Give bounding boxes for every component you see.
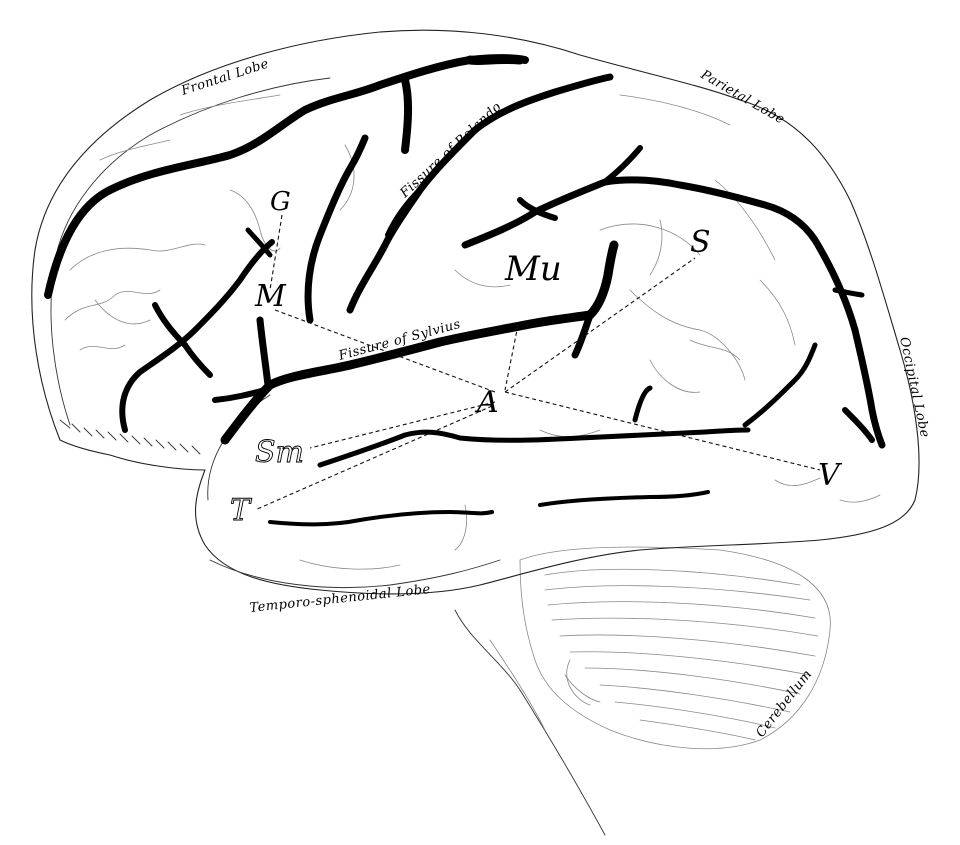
middle-temporal-sulcus <box>317 427 751 468</box>
label-cerebellum: Cerebellum <box>753 667 815 741</box>
label-parietal-lobe: Parietal Lobe <box>697 67 787 128</box>
precentral-sulcus <box>304 134 369 324</box>
gyri-details <box>64 94 881 570</box>
middle-frontal-sulcus <box>119 239 275 433</box>
sulci <box>44 54 886 527</box>
brain-stem <box>454 609 606 836</box>
point-g: G <box>270 187 291 217</box>
frontal-base-hatching <box>59 419 201 455</box>
fissure-of-sylvius <box>220 240 619 445</box>
intraparietal-sulcus <box>461 176 886 449</box>
brain-stem-inner <box>489 639 546 731</box>
label-occipital-lobe: Occipital Lobe <box>896 336 932 439</box>
label-fissure-of-rolando: Fissure of Rolando <box>397 99 505 201</box>
point-s: S <box>690 225 711 260</box>
point-sm: Sm <box>255 435 304 470</box>
fissure-of-rolando <box>346 73 614 314</box>
point-v: V <box>818 458 843 493</box>
superior-frontal-sulcus <box>44 54 529 299</box>
label-temporo-sphenoidal-lobe: Temporo-sphenoidal Lobe <box>249 582 432 616</box>
point-a: A <box>474 385 499 420</box>
temporal-lower-contour <box>209 559 501 588</box>
point-m: M <box>254 279 287 314</box>
pointer-lines <box>254 214 821 511</box>
posterior-ascending-sulcus <box>632 385 653 423</box>
cerebrum-inner-contour <box>50 77 331 426</box>
point-t: T <box>230 493 252 528</box>
cerebellum-folia <box>544 568 819 741</box>
point-mu: Mu <box>504 249 562 289</box>
cerebellum-outline <box>519 546 831 750</box>
inferior-temporal-sulcus <box>268 510 494 527</box>
